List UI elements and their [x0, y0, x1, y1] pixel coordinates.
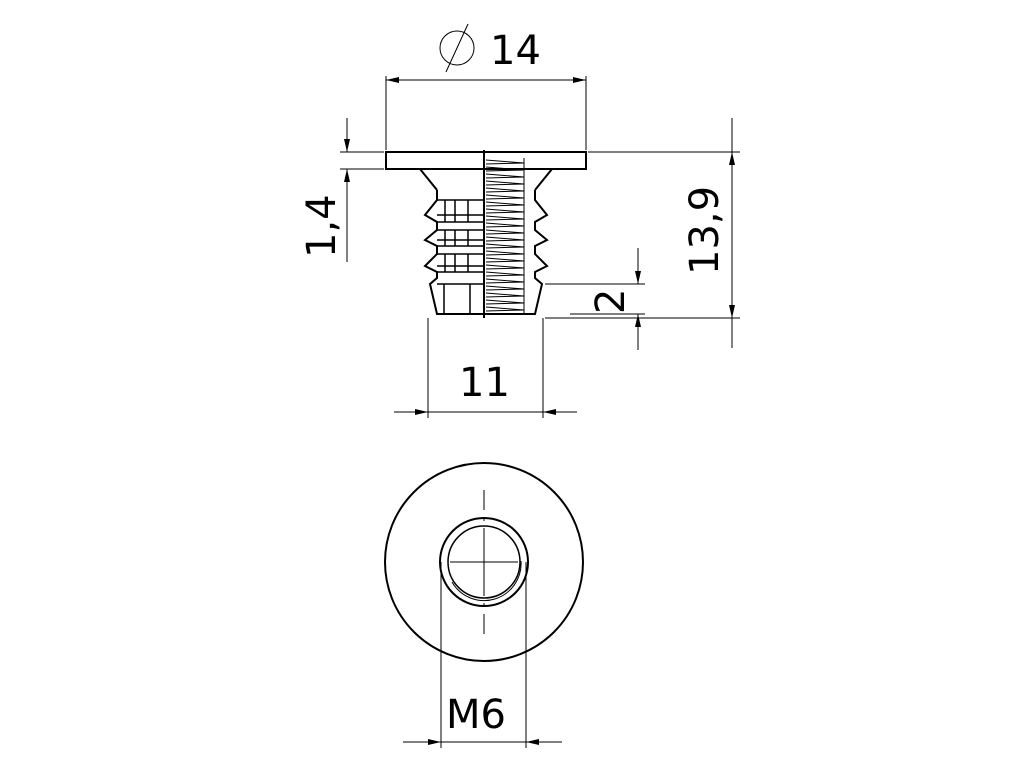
body-outline: [423, 190, 549, 315]
centerlines: [450, 490, 518, 634]
dim-thread: M6: [403, 562, 562, 748]
outer-flange-circle: [384, 462, 584, 662]
cone-left: [419, 168, 438, 191]
dim-total-height: 13,9: [545, 118, 740, 348]
thread-circle: [447, 525, 521, 599]
diameter-symbol: [439, 30, 475, 66]
tip-length-value: 2: [588, 289, 634, 314]
side-view: [385, 150, 587, 318]
dim-head-thickness: 1,4: [299, 118, 384, 262]
thread-value: M6: [446, 692, 506, 738]
thread-teeth: [485, 159, 525, 312]
total-height-value: 13,9: [682, 186, 728, 275]
head-diameter-value: 14: [490, 28, 541, 74]
ribs: [437, 199, 484, 314]
dim-head-diameter: 14: [385, 23, 587, 150]
body-diameter-value: 11: [459, 360, 510, 406]
flange: [385, 151, 587, 170]
thread-partial-arc: [451, 560, 522, 602]
head-thickness-value: 1,4: [299, 194, 345, 258]
top-view: [384, 462, 584, 662]
cone-right: [534, 168, 553, 191]
dim-tip-length: 2: [545, 248, 645, 350]
dim-body-diameter: 11: [394, 318, 577, 418]
